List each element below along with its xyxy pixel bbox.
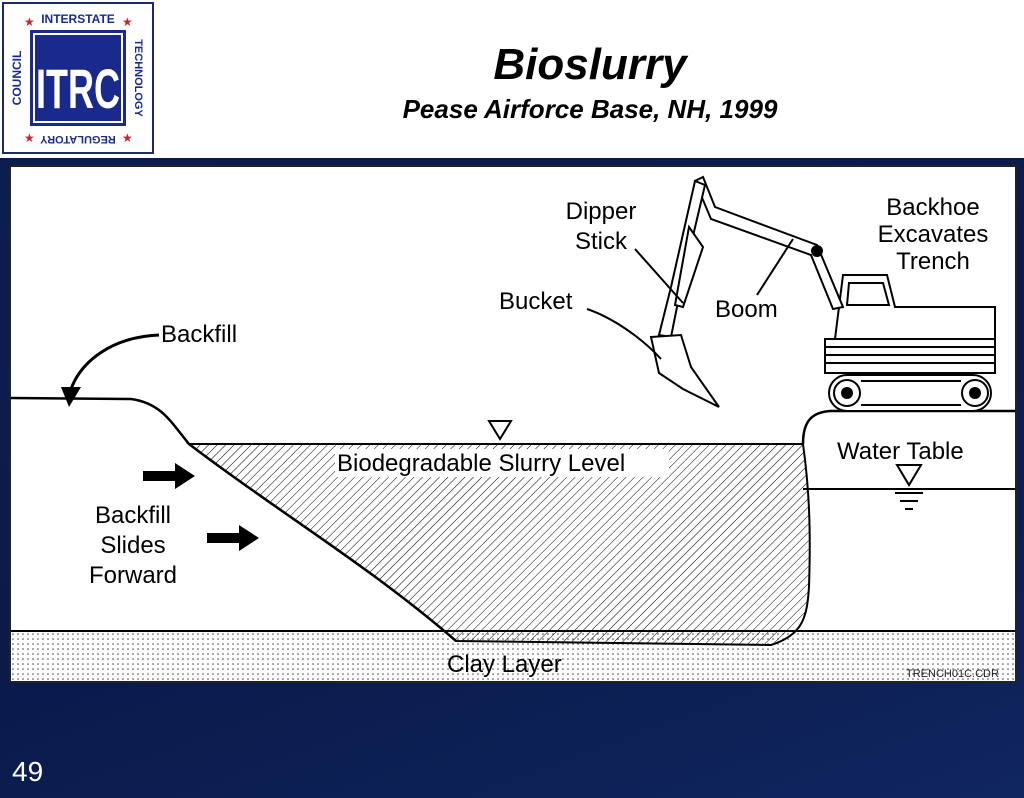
backfill-slides-label-1: Backfill [95, 502, 171, 529]
forward-arrow-icon [207, 525, 259, 551]
slide-title: Bioslurry [493, 40, 687, 89]
slurry-level-label: Biodegradable Slurry Level [337, 450, 625, 477]
clay-layer-label: Clay Layer [447, 651, 562, 678]
dipper-leader-line [634, 248, 684, 304]
backhoe-icon [649, 175, 996, 412]
backfill-label: Backfill [161, 321, 237, 348]
backfill-slides-label-3: Forward [89, 562, 177, 589]
backhoe-label-1: Backhoe [886, 194, 979, 221]
itrc-logo-graphic: INTERSTATE REGULATORY COUNCIL TECHNOLOGY… [8, 8, 148, 148]
backhoe-label-2: Excavates [878, 221, 989, 248]
boom-label: Boom [715, 296, 778, 323]
bucket-label: Bucket [499, 288, 573, 315]
backfill-arrow-icon [69, 333, 160, 390]
backfill-surface [10, 396, 457, 642]
bucket-leader-line [586, 308, 662, 360]
logo-ring-top: INTERSTATE [41, 12, 115, 26]
backhoe-label-3: Trench [896, 248, 970, 275]
boom-leader-line [756, 238, 794, 296]
dipper-label-1: Dipper [566, 198, 637, 225]
file-tag-label: TRENCH01C.CDR [906, 668, 999, 680]
logo-center-square [30, 30, 126, 126]
dipper-label-2: Stick [575, 228, 628, 255]
slide-header: INTERSTATE REGULATORY COUNCIL TECHNOLOGY… [0, 0, 1024, 160]
logo-ring-right: TECHNOLOGY [132, 39, 144, 117]
backfill-slides-label-2: Slides [100, 532, 165, 559]
trench-diagram: Clay Layer TRENCH01C.CDR Biodegradable S… [9, 165, 1017, 683]
logo-star-icon: ★ [122, 131, 133, 145]
slide-subtitle: Pease Airforce Base, NH, 1999 [402, 94, 778, 124]
logo-star-icon: ★ [24, 15, 35, 29]
water-table-marker-icon [895, 464, 923, 487]
ground-surface-right [801, 409, 1015, 445]
slurry-level-marker-icon [487, 420, 513, 441]
logo-star-icon: ★ [24, 131, 35, 145]
logo-itrc-text: ITRC [36, 57, 120, 120]
trench-diagram-graphic: Clay Layer TRENCH01C.CDR Biodegradable S… [10, 175, 1015, 681]
logo-star-icon: ★ [122, 15, 133, 29]
logo-ring-left: COUNCIL [10, 51, 24, 106]
forward-arrow-icon [143, 463, 195, 489]
itrc-logo: INTERSTATE REGULATORY COUNCIL TECHNOLOGY… [2, 2, 154, 154]
logo-ring-bottom: REGULATORY [40, 133, 116, 145]
page-number: 49 [12, 756, 44, 787]
water-table-label: Water Table [837, 438, 964, 465]
